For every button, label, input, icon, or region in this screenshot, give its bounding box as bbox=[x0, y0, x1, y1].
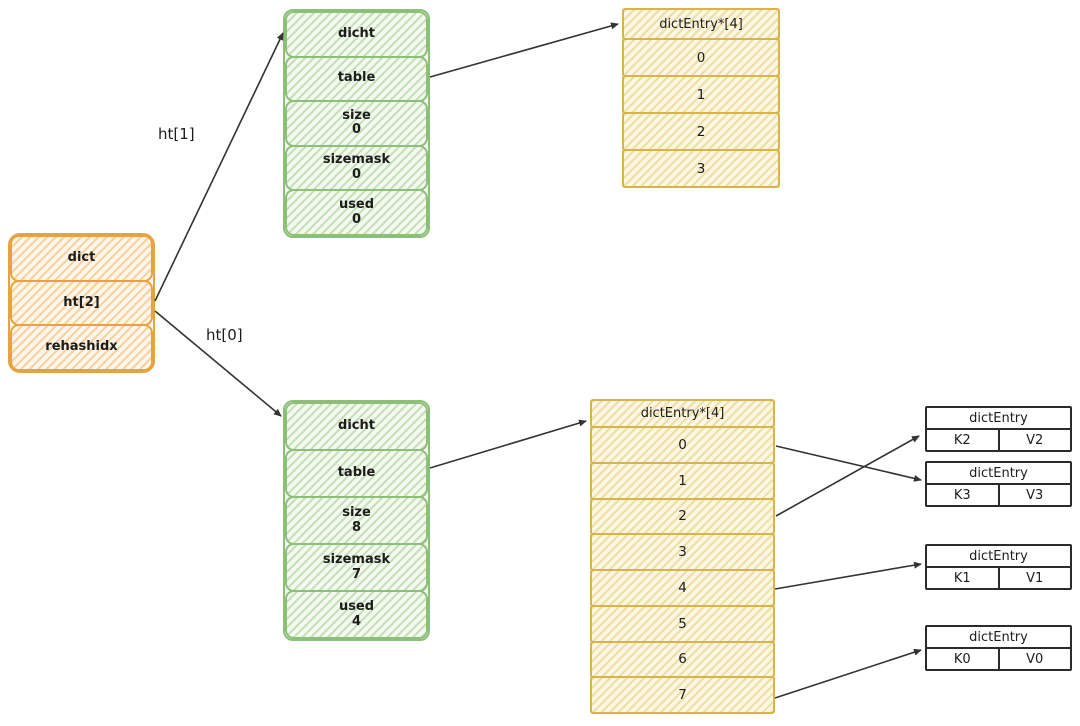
ht0-field-size: size 8 bbox=[285, 496, 428, 545]
ht1-field-used-value: 0 bbox=[351, 211, 362, 227]
dict-entry-k0: dictEntry K0 V0 bbox=[925, 625, 1072, 671]
ht0-bucket-slot-1: 1 bbox=[590, 461, 775, 500]
dict-entry-k3: dictEntry K3 V3 bbox=[925, 461, 1072, 507]
ht0-field-size-label: size bbox=[342, 504, 371, 520]
ht0-field-table-label: table bbox=[337, 465, 376, 481]
dict-entry-k2-key: K2 bbox=[927, 430, 1000, 450]
ht1-field-table-label: table bbox=[337, 70, 376, 86]
ht1-field-table: table bbox=[285, 55, 428, 103]
ht1-field-sizemask: sizemask 0 bbox=[285, 144, 428, 192]
dict-entry-k0-title: dictEntry bbox=[927, 627, 1070, 649]
arrow-ht2-to-ht1 bbox=[154, 32, 284, 302]
ht0-bucket-slot-4: 4 bbox=[590, 569, 775, 607]
ht0-bucket-slot-2: 2 bbox=[590, 497, 775, 536]
ht1-bucket-slot-2: 2 bbox=[622, 112, 780, 151]
ht0-field-size-value: 8 bbox=[351, 519, 362, 535]
ht1-field-size-value: 0 bbox=[351, 122, 362, 138]
dict-struct-box: dict ht[2] rehashidx bbox=[8, 233, 155, 373]
ht0-bucket-header: dictEntry*[4] bbox=[590, 399, 775, 428]
ht0-field-used: used 4 bbox=[285, 590, 428, 639]
dict-entry-k1: dictEntry K1 V1 bbox=[925, 544, 1072, 590]
ht0-bucket-slot-5: 5 bbox=[590, 604, 775, 643]
ht0-bucket-array: dictEntry*[4] 0 1 2 3 4 5 6 7 bbox=[590, 399, 775, 714]
ht1-field-used-label: used bbox=[338, 196, 375, 212]
ht0-field-used-label: used bbox=[338, 598, 375, 614]
arrow-slot0-to-entry-k3 bbox=[775, 445, 922, 482]
ht0-bucket-slot-0: 0 bbox=[590, 426, 775, 464]
dict-entry-k2-title: dictEntry bbox=[927, 408, 1070, 430]
ht1-field-dicht: dicht bbox=[285, 11, 428, 58]
dict-entry-k2-value: V2 bbox=[1026, 432, 1044, 448]
dict-field-dict: dict bbox=[10, 235, 153, 282]
dict-entry-k3-title: dictEntry bbox=[927, 463, 1070, 485]
ht1-field-sizemask-value: 0 bbox=[351, 167, 362, 183]
dict-field-ht2: ht[2] bbox=[10, 279, 153, 327]
dict-entry-k1-row: K1 V1 bbox=[927, 568, 1070, 588]
arrow-ht0-table-to-buckets bbox=[429, 419, 587, 469]
dict-entry-k1-key: K1 bbox=[927, 568, 1000, 588]
edge-label-ht1: ht[1] bbox=[158, 125, 195, 143]
dict-entry-k3-row: K3 V3 bbox=[927, 485, 1070, 505]
dict-entry-k2-row: K2 V2 bbox=[927, 430, 1070, 450]
ht1-field-sizemask-label: sizemask bbox=[322, 152, 391, 168]
ht1-bucket-array: dictEntry*[4] 0 1 2 3 bbox=[622, 8, 780, 188]
ht1-dicht-struct-box: dicht table size 0 sizemask 0 used 0 bbox=[283, 9, 430, 238]
ht1-field-size: size 0 bbox=[285, 100, 428, 147]
ht0-field-sizemask-label: sizemask bbox=[322, 551, 391, 567]
arrow-slot4-to-entry-k1 bbox=[774, 561, 922, 590]
ht0-dicht-struct-box: dicht table size 8 sizemask 7 used 4 bbox=[283, 400, 430, 641]
ht0-bucket-slot-3: 3 bbox=[590, 533, 775, 571]
arrow-slot7-to-entry-k0 bbox=[774, 648, 922, 699]
ht0-field-dicht-label: dicht bbox=[338, 418, 375, 434]
dict-entry-k3-key: K3 bbox=[927, 485, 1000, 505]
dict-entry-k0-row: K0 V0 bbox=[927, 649, 1070, 669]
ht0-field-dicht: dicht bbox=[285, 402, 428, 451]
ht1-bucket-header: dictEntry*[4] bbox=[622, 8, 780, 40]
ht0-bucket-slot-7: 7 bbox=[590, 676, 775, 714]
arrow-ht1-table-to-buckets bbox=[429, 22, 619, 78]
edge-label-ht0: ht[0] bbox=[206, 326, 243, 344]
dict-entry-k3-value: V3 bbox=[1026, 487, 1044, 503]
ht0-field-used-value: 4 bbox=[351, 613, 362, 629]
ht0-bucket-slot-6: 6 bbox=[590, 640, 775, 679]
ht1-bucket-slot-1: 1 bbox=[622, 75, 780, 114]
arrow-slot2-to-entry-k2 bbox=[775, 435, 920, 517]
ht1-bucket-slot-3: 3 bbox=[622, 149, 780, 188]
ht1-field-dicht-label: dicht bbox=[338, 25, 375, 41]
dict-entry-k0-value: V0 bbox=[1026, 651, 1044, 667]
ht1-field-used: used 0 bbox=[285, 189, 428, 236]
ht0-field-table: table bbox=[285, 449, 428, 498]
ht0-field-sizemask: sizemask 7 bbox=[285, 543, 428, 592]
dict-entry-k2: dictEntry K2 V2 bbox=[925, 406, 1072, 452]
ht1-field-size-label: size bbox=[342, 107, 371, 123]
dict-entry-k1-title: dictEntry bbox=[927, 546, 1070, 568]
dict-field-rehashidx: rehashidx bbox=[10, 324, 153, 372]
dict-entry-k1-value: V1 bbox=[1026, 570, 1044, 586]
ht0-field-sizemask-value: 7 bbox=[351, 566, 362, 582]
dict-entry-k0-key: K0 bbox=[927, 649, 1000, 669]
ht1-bucket-slot-0: 0 bbox=[622, 38, 780, 77]
